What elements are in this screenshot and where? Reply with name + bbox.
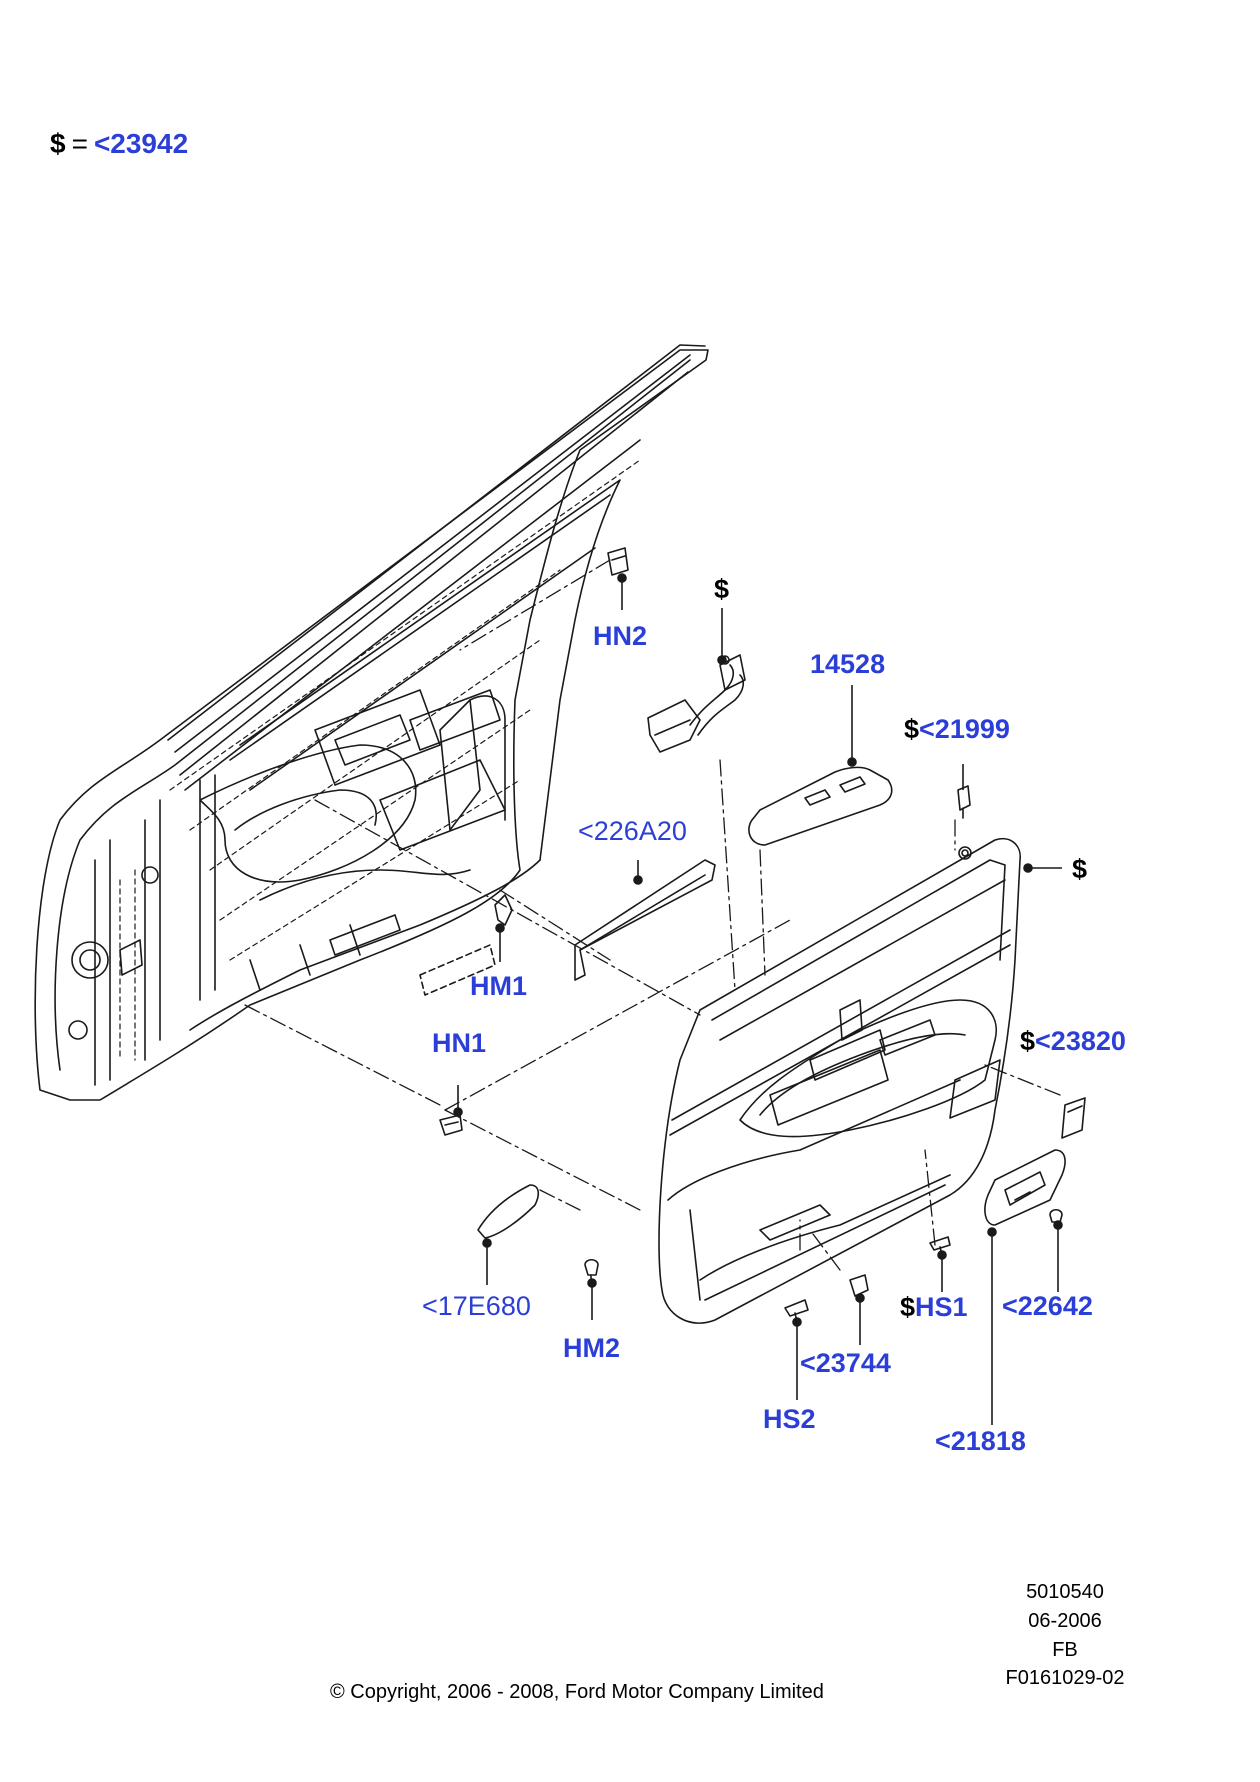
clip-hn2: [607, 547, 629, 576]
meta-line-3: FB: [1052, 1639, 1078, 1661]
wiring-connector: [647, 654, 746, 753]
callout-hm1[interactable]: HM1: [470, 971, 528, 1001]
callout-panel-dollar: $: [1072, 854, 1088, 884]
callout-23744[interactable]: <23744: [800, 1348, 891, 1378]
legend-equals: =: [71, 128, 88, 159]
dollar-mark: $: [900, 1292, 916, 1322]
frame-detail-dashes: [119, 459, 641, 1061]
callout-hs1[interactable]: $HS1: [900, 1294, 968, 1321]
door-inner-frame: [34, 344, 709, 1101]
plug-23744: [849, 1274, 869, 1297]
cover-17e680: [477, 1184, 540, 1239]
projection-lines: [244, 559, 1061, 1271]
plug-22642: [1049, 1208, 1063, 1223]
callout-21818[interactable]: <21818: [935, 1426, 1026, 1456]
insert-23820: [1061, 1097, 1086, 1139]
copyright: © Copyright, 2006 - 2008, Ford Motor Com…: [330, 1681, 824, 1703]
legend: $=<23942: [50, 130, 188, 158]
meta-line-2: 06-2006: [1028, 1610, 1102, 1632]
meta-line-1: 5010540: [1026, 1581, 1104, 1603]
callout-hs2[interactable]: HS2: [763, 1404, 816, 1434]
callout-14528[interactable]: 14528: [810, 649, 886, 679]
legend-symbol: $: [50, 128, 66, 159]
callout-wiring-dollar: $: [714, 574, 730, 604]
dollar-mark: $: [1020, 1026, 1036, 1056]
door-trim-panel: [658, 838, 1021, 1324]
callout-hm2[interactable]: HM2: [563, 1333, 621, 1363]
callout-hs1-label: HS1: [915, 1292, 968, 1322]
fastener-21999: [957, 785, 971, 819]
handle-bezel-21818: [984, 1149, 1066, 1226]
callout-hn2[interactable]: HN2: [593, 621, 648, 651]
switch-bezel-14528: [748, 766, 893, 846]
callout-226a20[interactable]: <226A20: [578, 816, 687, 846]
callout-23820[interactable]: $<23820: [1020, 1028, 1126, 1055]
callout-22642[interactable]: <22642: [1002, 1291, 1093, 1321]
dollar-mark: $: [904, 714, 920, 744]
callout-leaders: [453, 573, 1063, 1425]
callout-21999[interactable]: $<21999: [904, 716, 1010, 743]
clip-hm1: [494, 894, 513, 926]
legend-ref[interactable]: <23942: [93, 128, 189, 159]
callout-21999-label: <21999: [919, 714, 1010, 744]
callout-hn1[interactable]: HN1: [432, 1028, 487, 1058]
bracket-226a20: [574, 859, 716, 981]
clip-hn1: [439, 1114, 463, 1136]
callout-23820-label: <23820: [1035, 1026, 1126, 1056]
callout-17e680[interactable]: <17E680: [422, 1291, 531, 1321]
meta-line-4: F0161029-02: [1005, 1667, 1125, 1689]
